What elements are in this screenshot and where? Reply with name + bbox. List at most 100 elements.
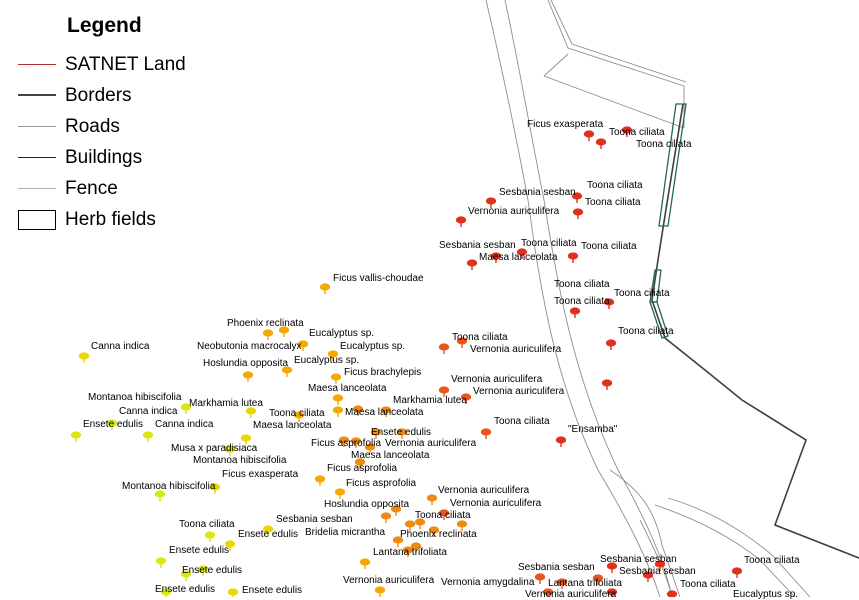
tree-marker <box>350 437 362 448</box>
tree-crown <box>278 326 290 334</box>
tree-marker <box>390 505 402 516</box>
tree-crown <box>567 252 579 260</box>
tree-marker <box>556 578 568 589</box>
tree-marker <box>327 350 339 361</box>
tree-crown <box>354 458 366 466</box>
plant-label: Eucalyptus sp. <box>309 328 375 339</box>
plant-label: Vernonia amygdalina <box>441 577 535 588</box>
tree-marker <box>480 428 492 439</box>
tree-crown <box>392 536 404 544</box>
tree-marker <box>154 490 166 501</box>
plant-label: Sesbania sesban <box>276 514 353 525</box>
tree-crown <box>314 475 326 483</box>
plant-label: Bridelia micrantha <box>305 527 386 538</box>
legend-item-label: Buildings <box>65 147 143 168</box>
tree-marker <box>330 373 342 384</box>
tree-marker <box>460 393 472 404</box>
legend-item-fence: Fence <box>18 178 238 202</box>
tree-marker <box>404 520 416 531</box>
plant-label: Canna indica <box>119 406 178 417</box>
roads-layer <box>485 0 811 597</box>
legend-item-label: SATNET Land <box>65 54 186 75</box>
tree-marker <box>314 475 326 486</box>
tree-marker <box>654 560 666 571</box>
tree-marker <box>569 307 581 318</box>
tree-marker <box>245 407 257 418</box>
tree-crown <box>293 411 305 419</box>
tree-crown <box>402 546 414 554</box>
tree-marker <box>731 567 743 578</box>
plant-label: Vernonia auriculifera <box>451 374 543 385</box>
tree-marker <box>293 411 305 422</box>
legend-title: Legend <box>67 14 142 37</box>
tree-marker <box>456 337 468 348</box>
tree-crown <box>224 540 236 548</box>
plant-label: Toona ciliata <box>744 555 800 566</box>
tree-marker <box>106 419 118 430</box>
tree-marker <box>455 216 467 227</box>
plant-label: Toona ciliata <box>585 197 641 208</box>
plant-label: Ensete edulis <box>371 427 432 438</box>
plant-label: Toona ciliata <box>609 127 665 138</box>
road-line <box>543 53 569 77</box>
road-line <box>543 75 685 129</box>
tree-crown <box>480 428 492 436</box>
tree-crown <box>262 525 274 533</box>
tree-crown <box>380 512 392 520</box>
plant-label: Toona ciliata <box>614 288 670 299</box>
legend-item-satnet-land: SATNET Land <box>18 54 238 78</box>
tree-crown <box>332 406 344 414</box>
plant-label: Neobutonia macrocalyx <box>197 341 302 352</box>
plant-label: Hoslundia opposita <box>203 358 289 369</box>
tree-crown <box>426 494 438 502</box>
tree-crown <box>428 526 440 534</box>
tree-crown <box>350 437 362 445</box>
tree-marker <box>438 509 450 520</box>
tree-crown <box>485 197 497 205</box>
road-line <box>609 469 681 597</box>
tree-marker <box>242 371 254 382</box>
tree-crown <box>396 428 408 436</box>
tree-marker <box>402 546 414 557</box>
tree-crown <box>592 574 604 582</box>
tree-crown <box>338 436 350 444</box>
plant-label: Markhamia lutea <box>189 398 263 409</box>
plant-label: Lantana trifoliata <box>373 547 447 558</box>
plant-label: Sesbania sesban <box>619 566 696 577</box>
tree-crown <box>490 252 502 260</box>
plant-label: Ensete edulis <box>83 419 144 430</box>
tree-marker <box>621 126 633 137</box>
tree-marker <box>354 458 366 469</box>
tree-crown <box>70 431 82 439</box>
plant-label: Vernonia auriculifera <box>385 438 477 449</box>
road-line <box>485 0 661 597</box>
tree-marker <box>592 574 604 585</box>
plant-label: Toona ciliata <box>521 238 577 249</box>
tree-marker <box>603 298 615 309</box>
plant-label: Maesa lanceolata <box>308 383 387 394</box>
tree-crown <box>569 307 581 315</box>
plant-label: Toona ciliata <box>415 510 471 521</box>
tree-crown <box>556 578 568 586</box>
tree-crown <box>240 434 252 442</box>
plant-label: Phoenix reclinata <box>227 318 304 329</box>
tree-marker <box>466 259 478 270</box>
tree-marker <box>364 443 376 454</box>
tree-marker <box>534 573 546 584</box>
tree-marker <box>380 512 392 523</box>
tree-crown <box>456 520 468 528</box>
plant-label: "Ensamba" <box>568 424 618 435</box>
tree-crown <box>334 488 346 496</box>
plant-label: Ensete edulis <box>238 529 299 540</box>
tree-crown <box>654 560 666 568</box>
tree-crown <box>555 436 567 444</box>
plant-label: Ficus asprofolia <box>346 478 417 489</box>
plant-label: Vernonia auriculifera <box>468 206 560 217</box>
plant-label: Toona ciliata <box>636 139 692 150</box>
plant-label: Musa x paradisiaca <box>171 443 258 454</box>
legend-line-symbol <box>18 188 56 189</box>
road-line <box>504 0 673 597</box>
tree-crown <box>542 588 554 596</box>
tree-crown <box>245 407 257 415</box>
